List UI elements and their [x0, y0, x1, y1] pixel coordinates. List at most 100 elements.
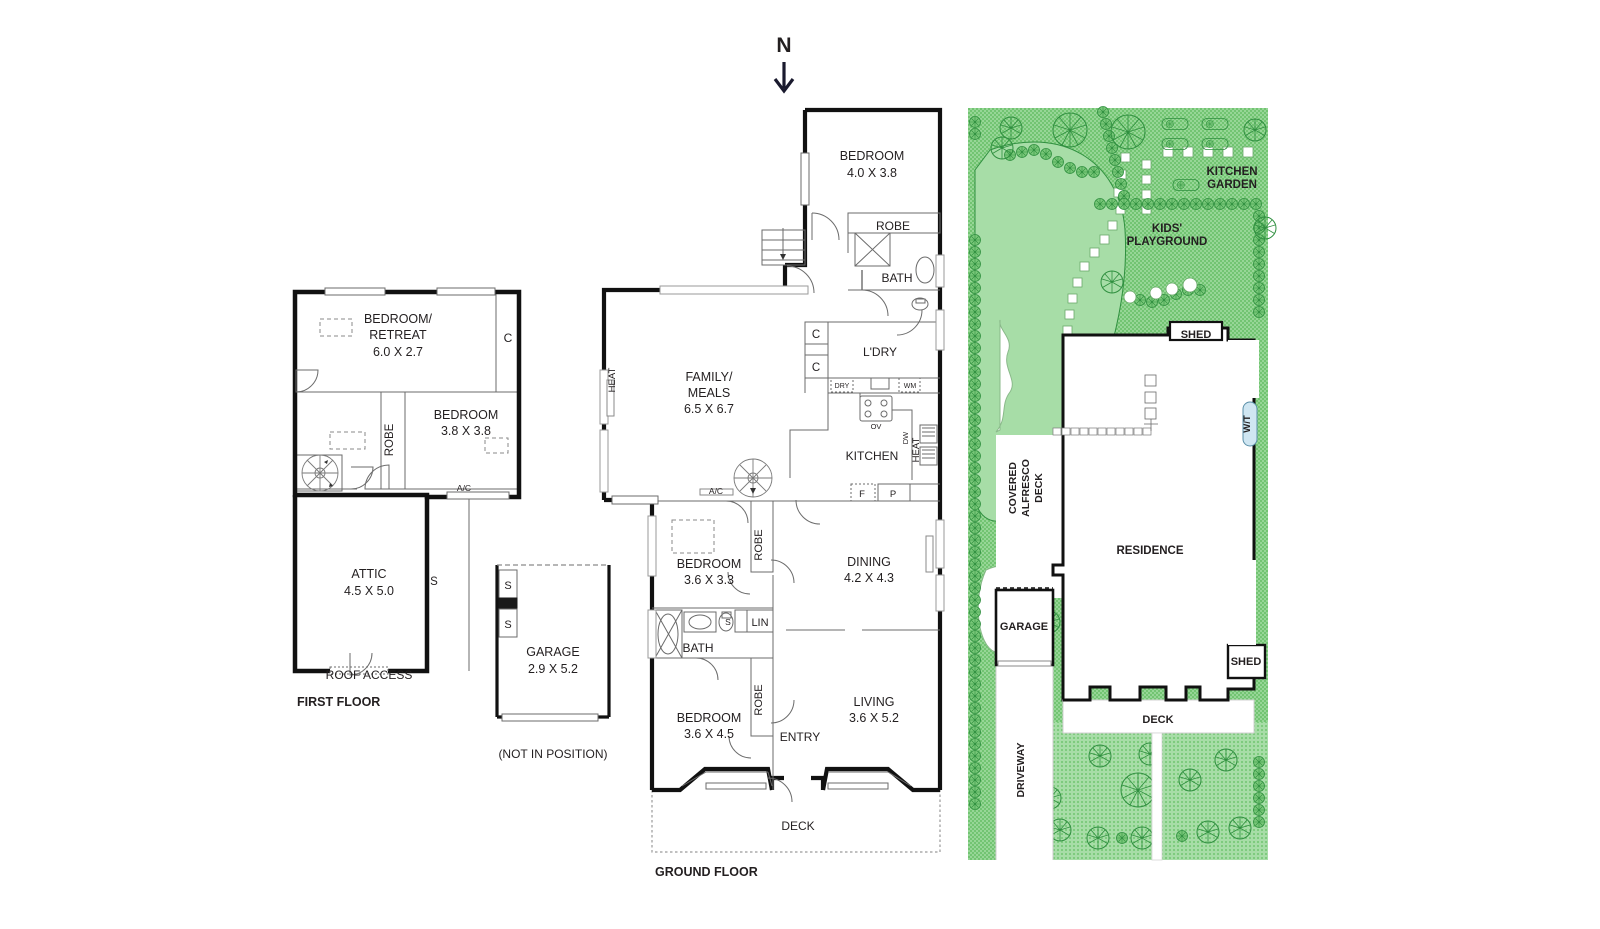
deck-label-gf: DECK	[781, 819, 814, 833]
roof-access-label: ROOF ACCESS	[326, 668, 413, 682]
playground-equipment	[1144, 374, 1158, 431]
north-arrow: N	[773, 34, 795, 94]
room-label-bedroom-retreat-line1: BEDROOM/	[364, 312, 433, 326]
room-dims-bedroom-north: 4.0 X 3.8	[847, 166, 897, 180]
room-dims-bedroom-front: 3.6 X 4.5	[684, 727, 734, 741]
robe-label-north: ROBE	[876, 219, 910, 233]
kitchen-garden-label-line1: KITCHEN	[1206, 166, 1257, 178]
gf-windows	[599, 152, 945, 790]
ff-windows	[324, 287, 510, 675]
ff-room-labels: BEDROOM/ RETREAT 6.0 X 2.7 BEDROOM 3.8 X…	[326, 312, 513, 682]
residence-label: RESIDENCE	[1116, 545, 1183, 557]
robe-label-front: ROBE	[753, 684, 765, 715]
room-dims-living: 3.6 X 5.2	[849, 711, 899, 725]
room-label-dining: DINING	[847, 555, 891, 569]
kitchen-garden-label-line2: GARDEN	[1207, 179, 1257, 191]
bath-label-gf: BATH	[682, 641, 713, 655]
residence-rear-wall	[1063, 685, 1254, 702]
water-tank-label: W/T	[1242, 415, 1253, 433]
site-garage	[994, 588, 1055, 667]
closet-label-c2: C	[812, 362, 820, 374]
garage-plan: S S GARAGE 2.9 X 5.2 (NOT IN POSITION)	[495, 564, 611, 761]
ground-floor-title: GROUND FLOOR	[655, 865, 758, 879]
ff-spiral-staircase	[301, 454, 339, 492]
pantry-label: P	[890, 489, 896, 500]
kids-playground-label-line2: PLAYGROUND	[1127, 236, 1208, 248]
room-label-family-meals-line1: FAMILY/	[685, 370, 733, 384]
rear-deck-planks	[1052, 427, 1152, 436]
room-label-bedroom-mid: BEDROOM	[677, 557, 742, 571]
garage-s-label-2: S	[504, 619, 511, 631]
kids-playground-label-line1: KIDS'	[1152, 223, 1182, 235]
ac-label-gf: A/C	[709, 486, 723, 496]
site-garage-label: GARAGE	[1000, 621, 1048, 633]
driveway-label: DRIVEWAY	[1015, 742, 1027, 797]
ac-label-ff: A/C	[457, 483, 471, 493]
water-tank	[1242, 401, 1258, 447]
room-dims-family-meals: 6.5 X 6.7	[684, 402, 734, 416]
room-label-bedroom-retreat-line2: RETREAT	[369, 328, 427, 342]
garden-path	[1151, 732, 1163, 861]
alfresco-label-line3: DECK	[1033, 473, 1045, 503]
linen-label: LIN	[751, 617, 768, 629]
washing-machine-label: WM	[904, 383, 917, 390]
south-side-path	[1228, 560, 1256, 645]
garage-s-label-1: S	[504, 580, 511, 592]
gf-deck-outline	[651, 790, 941, 853]
closet-label-c-ff: C	[504, 331, 513, 345]
shower-label-s: S	[725, 617, 731, 627]
shed-north-label: SHED	[1181, 329, 1212, 341]
kitchen-label: KITCHEN	[846, 449, 899, 463]
alfresco-label-line2: ALFRESCO	[1020, 459, 1032, 517]
room-dims-bedroom-retreat: 6.0 X 2.7	[373, 345, 423, 359]
site-trees	[990, 112, 1277, 850]
entry-label: ENTRY	[780, 730, 820, 744]
laundry-label: L'DRY	[863, 345, 897, 359]
gf-furniture	[671, 519, 715, 554]
heat-label-west: HEAT	[607, 367, 618, 392]
room-dims-dining: 4.2 X 4.3	[844, 571, 894, 585]
closet-label-c1: C	[812, 329, 820, 341]
alfresco-deck-area	[996, 435, 1062, 598]
heat-label-east: HEAT	[911, 437, 922, 462]
north-label: N	[776, 34, 791, 57]
room-label-bedroom-north: BEDROOM	[840, 149, 905, 163]
room-label-garage: GARAGE	[526, 645, 580, 659]
alfresco-edge	[995, 319, 1013, 433]
gf-spiral-staircase	[733, 458, 773, 498]
north-side-path	[1228, 340, 1259, 398]
site-lawn-front	[1030, 722, 1268, 860]
ff-doors	[295, 369, 390, 676]
ground-floor-plan: BEDROOM 4.0 X 3.8 FAMILY/ MEALS 6.5 X 6.…	[599, 107, 945, 879]
room-label-attic: ATTIC	[351, 567, 386, 581]
gf-doors	[695, 212, 923, 803]
room-dims-bedroom-ff: 3.8 X 3.8	[441, 424, 491, 438]
fridge-label: F	[859, 489, 865, 500]
room-label-family-meals-line2: MEALS	[688, 386, 730, 400]
shed-north	[1168, 320, 1224, 342]
robe-label-mid: ROBE	[753, 529, 765, 560]
dryer-label: DRY	[835, 383, 850, 390]
garage-storage-strip: S S	[498, 569, 518, 638]
first-floor-plan: BEDROOM/ RETREAT 6.0 X 2.7 BEDROOM 3.8 X…	[292, 287, 522, 709]
site-deck-label: DECK	[1142, 714, 1173, 726]
site-plan: KITCHEN GARDEN KIDS' PLAYGROUND SHED W/T…	[968, 106, 1277, 861]
room-label-living: LIVING	[854, 695, 895, 709]
room-label-bedroom-ff: BEDROOM	[434, 408, 499, 422]
residence-deck-area	[1062, 699, 1255, 734]
first-floor-title: FIRST FLOOR	[297, 695, 380, 709]
gf-room-labels: BEDROOM 4.0 X 3.8 FAMILY/ MEALS 6.5 X 6.…	[607, 149, 922, 833]
robe-label-ff: ROBE	[384, 423, 396, 456]
garage-door-opening	[501, 713, 599, 722]
room-dims-bedroom-mid: 3.6 X 3.3	[684, 573, 734, 587]
room-dims-attic: 4.5 X 5.0	[344, 584, 394, 598]
storage-label-s-ff: S	[430, 576, 438, 588]
alfresco-label-line1: COVERED	[1007, 462, 1019, 514]
room-label-bedroom-front: BEDROOM	[677, 711, 742, 725]
bath-label-north: BATH	[881, 271, 912, 285]
garage-not-in-position-note: (NOT IN POSITION)	[498, 747, 607, 761]
dishwasher-label: DW	[901, 431, 910, 444]
oven-label: OV	[871, 422, 882, 431]
site-plan-labels: KITCHEN GARDEN KIDS' PLAYGROUND SHED W/T…	[1000, 166, 1261, 798]
